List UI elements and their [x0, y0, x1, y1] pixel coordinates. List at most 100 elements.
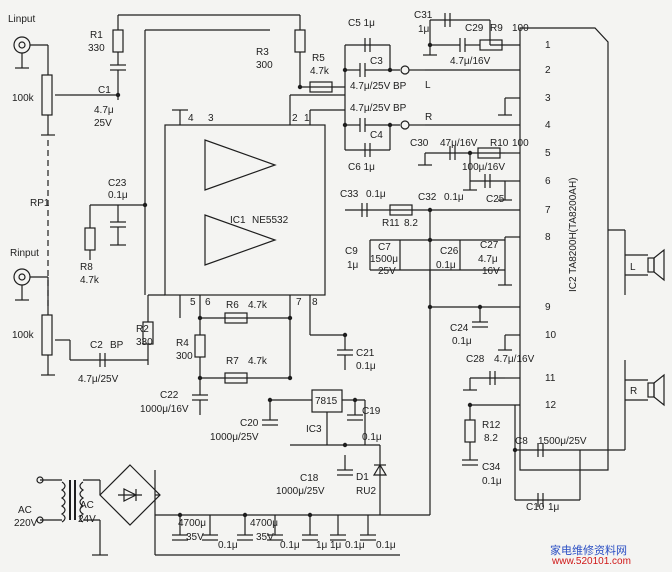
c18-label: C18 [300, 473, 319, 484]
ic2-pin-4: 4 [545, 120, 551, 131]
c19-label: C19 [362, 406, 381, 417]
r2-label: R2 [136, 324, 149, 335]
c34-label: C34 [482, 462, 501, 473]
c9-value: 1μ [347, 260, 359, 271]
c6-label: C6 1μ [348, 162, 375, 173]
ic2-pin-11: 11 [545, 373, 556, 384]
r6-value: 4.7k [248, 300, 267, 311]
r7-value: 4.7k [248, 356, 267, 367]
r3-label: R3 [256, 47, 269, 58]
ac-24-label: AC [80, 500, 94, 511]
c21-label: C21 [356, 348, 375, 359]
r3-value: 300 [256, 60, 273, 71]
ic2-part-label: IC2 TA8200H(TA8200AH) [568, 177, 579, 293]
ic1-label: IC1 [230, 215, 246, 226]
l-output-label: L [425, 80, 431, 91]
bulk-cap-2-value: 4700μ [250, 518, 279, 529]
bypass-cap-5-value: 0.1μ [345, 540, 365, 551]
c1-value: 4.7μ [94, 105, 114, 116]
bypass-cap-1-value: 0.1μ [218, 540, 238, 551]
r12-value: 8.2 [484, 433, 498, 444]
c31-value: 1μ [418, 24, 430, 35]
c21-value: 0.1μ [356, 361, 376, 372]
bulk-cap-2-voltage: 35V [256, 532, 274, 543]
rinput-label: Rinput [10, 248, 39, 259]
c20-value: 1000μ/25V [210, 432, 259, 443]
c27-value: 4.7μ [478, 254, 498, 265]
c27-voltage: 16V [482, 266, 500, 277]
c26-label: C26 [440, 246, 459, 257]
bypass-cap-3-value: 1μ [316, 540, 328, 551]
c2-bp-label: BP [110, 340, 124, 351]
ac-220-voltage: 220V [14, 518, 38, 529]
c100-16v-value: 100μ/16V [462, 162, 506, 173]
ic2-pin-7: 7 [545, 205, 551, 216]
c10-value: 1μ [548, 502, 560, 513]
ic1-pin-3: 3 [208, 113, 214, 124]
c7-value: 1500μ [370, 254, 399, 265]
c7-voltage: 25V [378, 266, 396, 277]
r11-value: 8.2 [404, 218, 418, 229]
ic1-pin-5: 5 [190, 297, 196, 308]
bulk-cap-1-voltage: 35V [186, 532, 204, 543]
c2-value: 4.7μ/25V [78, 374, 119, 385]
c32-label: C32 [418, 192, 437, 203]
bypass-cap-2-value: 0.1μ [280, 540, 300, 551]
c7-label: C7 [378, 242, 391, 253]
c5-label: C5 1μ [348, 18, 375, 29]
ic2-pin-8: 8 [545, 232, 551, 243]
c29-label: C29 [465, 23, 484, 34]
c28-value: 4.7μ/16V [494, 354, 535, 365]
ic2-pin-1: 1 [545, 40, 551, 51]
c22-label: C22 [160, 390, 179, 401]
r12-label: R12 [482, 420, 501, 431]
c3-label: C3 [370, 56, 383, 67]
r10-label: R10 [490, 138, 509, 149]
c30-label: C30 [410, 138, 429, 149]
r4-value: 300 [176, 351, 193, 362]
c29-value: 4.7μ/16V [450, 56, 491, 67]
c10-label: C10 [526, 502, 545, 513]
ic2-pin-10: 10 [545, 330, 557, 341]
c31-label: C31 [414, 10, 433, 21]
r11-label: R11 [382, 218, 400, 229]
ru2-label: RU2 [356, 486, 377, 497]
c33-label: C33 [340, 189, 359, 200]
regulator-7815-label: 7815 [315, 396, 338, 407]
c33-value: 0.1μ [366, 189, 386, 200]
ic2-pin-9: 9 [545, 302, 551, 313]
speaker-l-icon [648, 250, 664, 280]
c24-value: 0.1μ [452, 336, 472, 347]
c28-label: C28 [466, 354, 485, 365]
r4-label: R4 [176, 338, 189, 349]
bypass-cap-4-value: 1μ [330, 540, 342, 551]
watermark-url: www.520101.com [552, 556, 631, 567]
c8-value: 1500μ/25V [538, 436, 587, 447]
ic2-pin-2: 2 [545, 65, 551, 76]
speaker-r-label: R [630, 386, 638, 397]
r7-label: R7 [226, 356, 239, 367]
c25-label: C25 [486, 194, 505, 205]
c34-value: 0.1μ [482, 476, 502, 487]
ic1-pin-2: 2 [292, 113, 298, 124]
ic1-pin-8: 8 [312, 297, 318, 308]
c9-label: C9 [345, 246, 358, 257]
ic1-pin-1: 1 [304, 113, 310, 124]
c1-voltage: 25V [94, 118, 112, 129]
c18-value: 1000μ/25V [276, 486, 325, 497]
r9-label: R9 [490, 23, 503, 34]
c27-label: C27 [480, 240, 499, 251]
pot-l-value: 100k [12, 93, 34, 104]
c20-label: C20 [240, 418, 259, 429]
c1-label: C1 [98, 85, 111, 96]
ac-220-label: AC [18, 505, 32, 516]
ic1-pin-6: 6 [205, 297, 211, 308]
r1-value: 330 [88, 43, 105, 54]
r9-value: 100 [512, 23, 529, 34]
c4-label: C4 [370, 130, 383, 141]
linput-label: Linput [8, 14, 36, 25]
c2-label: C2 [90, 340, 103, 351]
r2-value: 330 [136, 337, 153, 348]
